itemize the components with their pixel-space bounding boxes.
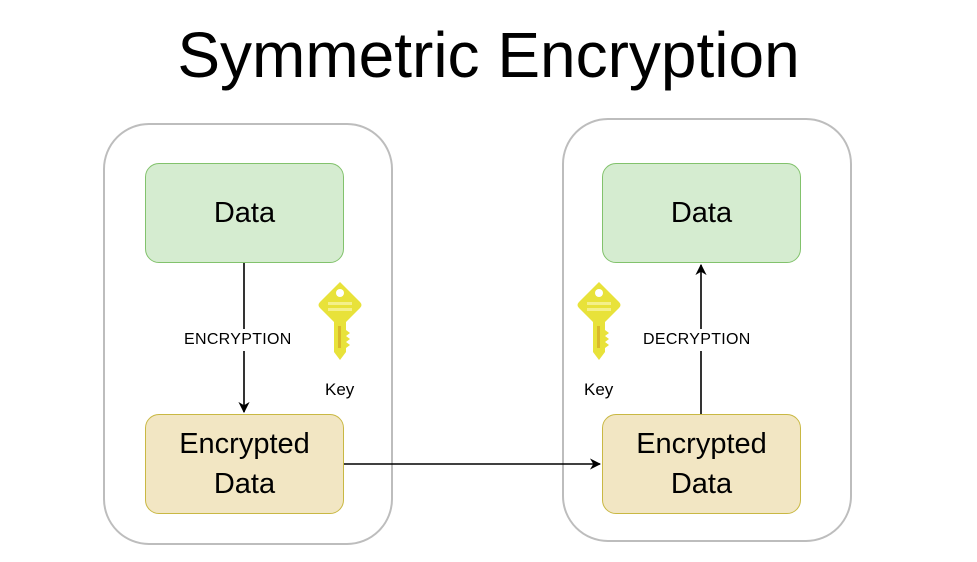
- receiver-key-label: Key: [584, 380, 614, 399]
- sender-encrypted-label: Encrypted Data: [179, 428, 310, 500]
- sender-data-node: Data: [145, 163, 344, 263]
- encryption-label: ENCRYPTION: [184, 329, 292, 351]
- receiver-data-node: Data: [602, 163, 801, 263]
- receiver-encrypted-data-node: Encrypted Data: [602, 414, 801, 514]
- receiver-data-label: Data: [670, 197, 733, 229]
- sender-encrypted-data-node: Encrypted Data: [145, 414, 344, 514]
- sender-data-label: Data: [213, 197, 276, 229]
- diagram-title: Symmetric Encryption: [177, 19, 800, 91]
- receiver-encrypted-label: Encrypted Data: [636, 428, 767, 500]
- key-icon: [577, 282, 621, 360]
- key-icon: [318, 282, 362, 360]
- sender-key-label: Key: [325, 380, 355, 399]
- decryption-label: DECRYPTION: [643, 329, 751, 351]
